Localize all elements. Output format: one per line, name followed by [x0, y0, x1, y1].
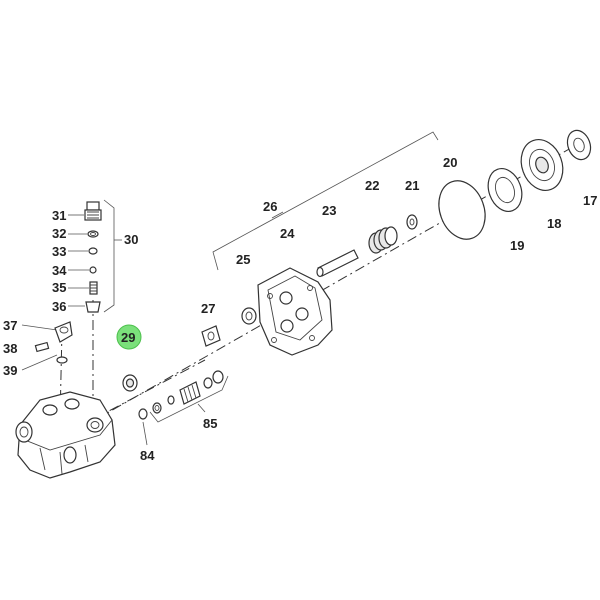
part-27-washer [201, 325, 221, 347]
label-38[interactable]: 38 [3, 341, 17, 356]
label-27[interactable]: 27 [201, 301, 215, 316]
label-84[interactable]: 84 [140, 448, 155, 463]
pump-head-manifold [15, 391, 116, 479]
label-33[interactable]: 33 [52, 244, 66, 259]
part-25-seal [241, 307, 257, 325]
part-29-seal [122, 374, 138, 392]
label-18[interactable]: 18 [547, 216, 561, 231]
valve-stack-parts [84, 201, 102, 313]
label-35[interactable]: 35 [52, 280, 66, 295]
part-17-bearing [566, 129, 592, 161]
label-24[interactable]: 24 [280, 226, 295, 241]
part-21-washer [406, 214, 418, 230]
label-20[interactable]: 20 [443, 155, 457, 170]
part-23-plunger [316, 249, 359, 278]
label-22[interactable]: 22 [365, 178, 379, 193]
label-31[interactable]: 31 [52, 208, 66, 223]
label-85[interactable]: 85 [203, 416, 217, 431]
label-32[interactable]: 32 [52, 226, 66, 241]
part-24-housing [257, 267, 333, 356]
highlight-marker [116, 324, 142, 350]
label-21[interactable]: 21 [405, 178, 419, 193]
label-23[interactable]: 23 [322, 203, 336, 218]
label-37[interactable]: 37 [3, 318, 17, 333]
part-20-oring [438, 180, 486, 240]
label-30[interactable]: 30 [124, 232, 138, 247]
label-26[interactable]: 26 [263, 199, 277, 214]
part-18-cam [520, 139, 564, 191]
unloader-parts [34, 321, 73, 364]
label-34[interactable]: 34 [52, 263, 67, 278]
label-19[interactable]: 19 [510, 238, 524, 253]
label-25[interactable]: 25 [236, 252, 250, 267]
part-group-85 [138, 370, 224, 420]
label-36[interactable]: 36 [52, 299, 66, 314]
label-29[interactable]: 29 [121, 330, 135, 345]
bracket-lines [21, 131, 439, 446]
part-19-bearing [487, 168, 523, 212]
label-leader-ticks [68, 214, 89, 307]
part-labels: 17 18 19 20 21 22 23 24 25 26 27 29 30 3… [3, 155, 597, 463]
label-17[interactable]: 17 [583, 193, 597, 208]
label-39[interactable]: 39 [3, 363, 17, 378]
part-22-spring [368, 226, 398, 254]
